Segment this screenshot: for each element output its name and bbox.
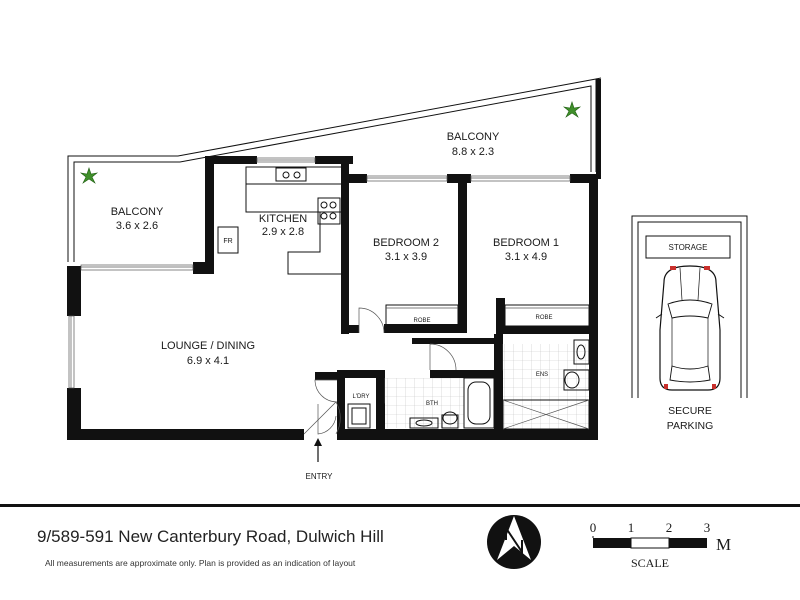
robes — [385, 304, 590, 327]
kitchen-name: KITCHEN — [259, 213, 307, 225]
scale-tick-0: 0 — [590, 520, 597, 535]
robe-label: ROBE — [535, 315, 552, 321]
balcony-main-dims: 8.8 x 2.3 — [452, 146, 494, 158]
parking-line1: SECURE — [668, 405, 712, 417]
storage-label: STORAGE — [669, 243, 708, 252]
kitchen-dims: 2.9 x 2.8 — [262, 226, 304, 238]
lounge-name: LOUNGE / DINING — [161, 340, 255, 352]
car-icon — [655, 265, 725, 391]
scale-unit: M — [716, 535, 731, 554]
plant-icon — [79, 167, 99, 184]
entry-arrow — [314, 438, 322, 462]
balcony-main-name: BALCONY — [447, 131, 500, 143]
walls — [67, 156, 598, 440]
windows — [68, 157, 571, 389]
scale-bar — [592, 536, 707, 549]
scale-tick-1: 1 — [628, 520, 635, 535]
entry-label: ENTRY — [306, 472, 334, 481]
fridge-label: FR — [223, 238, 232, 245]
balcony-side-dims: 3.6 x 2.6 — [116, 220, 158, 232]
scale-tick-3: 3 — [704, 520, 711, 535]
disclaimer-text: All measurements are approximate only. P… — [45, 558, 356, 568]
balcony-side-name: BALCONY — [111, 206, 164, 218]
lounge-dims: 6.9 x 4.1 — [187, 355, 229, 367]
bath-label: BTH — [426, 401, 438, 407]
scale-label: SCALE — [631, 556, 669, 570]
laundry-label: L'DRY — [352, 394, 369, 400]
parking-bay — [631, 215, 748, 398]
bedroom2-dims: 3.1 x 3.9 — [385, 251, 427, 263]
scale-tick-2: 2 — [666, 520, 673, 535]
robe-label: ROBE — [413, 318, 430, 324]
bedroom1-name: BEDROOM 1 — [493, 237, 559, 249]
property-address: 9/589-591 New Canterbury Road, Dulwich H… — [37, 527, 384, 546]
bedroom1-dims: 3.1 x 4.9 — [505, 251, 547, 263]
bedroom2-name: BEDROOM 2 — [373, 237, 439, 249]
balcony-railing — [67, 77, 602, 262]
footer-divider — [0, 504, 800, 507]
north-compass-icon — [487, 515, 541, 569]
kitchen-fixtures — [217, 166, 345, 275]
parking-line2: PARKING — [667, 420, 713, 432]
ensuite-label: ENS — [536, 372, 548, 378]
wet-areas — [347, 339, 590, 430]
plant-icon — [562, 101, 582, 118]
